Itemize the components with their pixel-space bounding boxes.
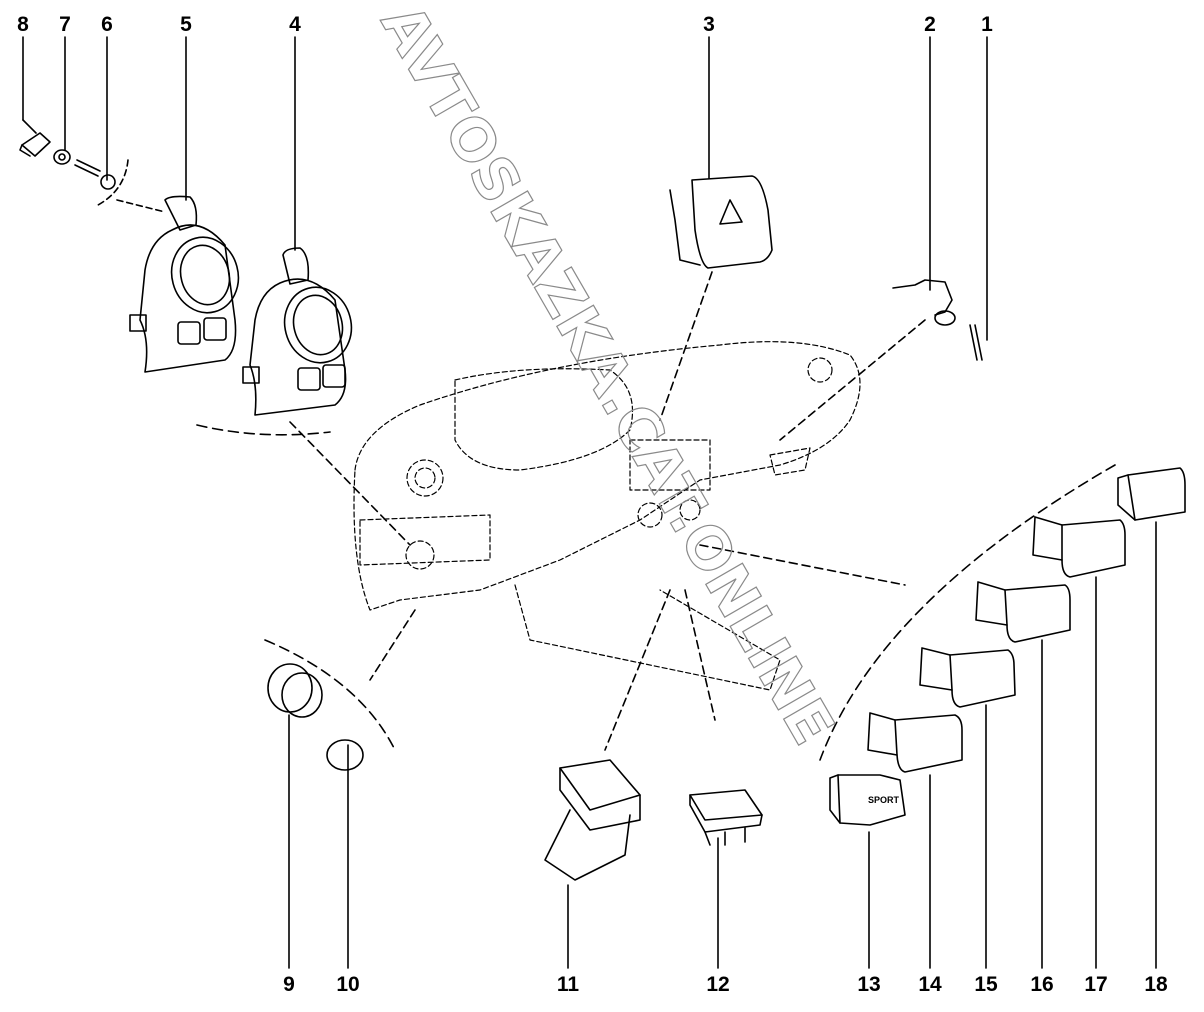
part-1-screw — [969, 324, 983, 361]
part-5-lighting-switch — [129, 195, 240, 373]
callout-14: 14 — [918, 973, 942, 996]
part-9-round-switch — [267, 663, 323, 718]
callout-4: 4 — [289, 13, 301, 36]
part-4-lighting-switch — [242, 247, 353, 416]
part-7-washer — [53, 149, 71, 165]
part-2-door-switch — [892, 279, 956, 326]
part-8-clip-nut — [19, 132, 51, 157]
callout-9: 9 — [283, 973, 295, 996]
callout-1: 1 — [981, 13, 993, 36]
callout-8: 8 — [17, 13, 29, 36]
dashed-arc-fasteners — [97, 159, 129, 206]
callout-5: 5 — [180, 13, 192, 36]
callout-18: 18 — [1144, 973, 1168, 996]
part-17-wiper-switch — [1032, 516, 1126, 578]
callout-10: 10 — [336, 973, 360, 996]
callout-12: 12 — [706, 973, 730, 996]
callout-17: 17 — [1084, 973, 1108, 996]
callout-11: 11 — [556, 973, 580, 996]
callout-2: 2 — [924, 13, 936, 36]
callout-6: 6 — [101, 13, 113, 36]
sport-label: SPORT — [868, 795, 900, 805]
dashboard-outline — [353, 341, 861, 691]
part-15-switch — [919, 647, 1016, 708]
watermark-text: AVTOSKAZKA.CAT.ONLINE — [368, 0, 848, 756]
part-13-sport-switch — [829, 774, 906, 826]
part-3-hazard-switch — [669, 175, 773, 269]
part-11-rocker-switch — [544, 759, 641, 881]
part-12-switch-blank — [689, 789, 763, 846]
part-6-screw — [74, 159, 116, 190]
callout-7: 7 — [59, 13, 71, 36]
part-14-switch — [867, 712, 963, 773]
leader-lines-bottom — [288, 521, 1157, 969]
part-10-blanking-cap — [326, 739, 364, 771]
leader-lines-top — [22, 36, 988, 341]
callout-15: 15 — [974, 973, 998, 996]
part-18-switch-blank — [1117, 467, 1186, 521]
callout-3: 3 — [703, 13, 715, 36]
callout-16: 16 — [1030, 973, 1054, 996]
part-16-defrost-switch — [975, 581, 1071, 643]
callout-13: 13 — [857, 973, 881, 996]
